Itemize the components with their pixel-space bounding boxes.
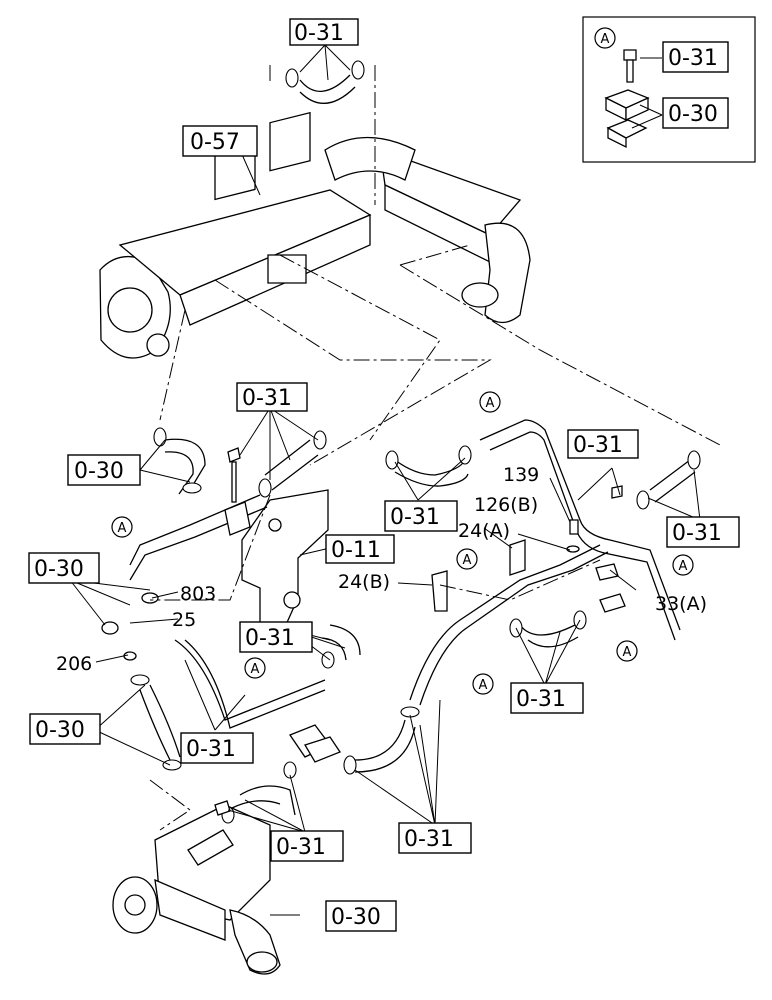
svg-text:0-31: 0-31	[276, 835, 326, 860]
svg-text:A: A	[463, 553, 472, 568]
part-number: 25	[172, 609, 196, 631]
part-number: 803	[180, 583, 216, 605]
svg-text:0-30: 0-30	[34, 557, 84, 582]
ref-label: 0-11	[325, 534, 395, 564]
routing-lines	[149, 65, 721, 831]
callout-a-6: A	[472, 673, 494, 695]
ref-label: 0-31	[270, 830, 344, 862]
ref-label: 0-31	[239, 621, 313, 653]
svg-text:0-30: 0-30	[668, 102, 718, 127]
callout-a-4: A	[672, 554, 694, 576]
detail-a-inset: A	[582, 16, 756, 163]
ref-label: 0-31	[236, 382, 308, 412]
svg-text:A: A	[479, 678, 488, 693]
ref-label: 0-31	[180, 732, 254, 764]
ref-label: 0-31	[510, 682, 584, 714]
callout-a-5: A	[616, 640, 638, 662]
svg-text:0-30: 0-30	[35, 718, 85, 743]
svg-text:0-31: 0-31	[294, 21, 344, 46]
svg-text:0-31: 0-31	[404, 827, 454, 852]
ref-label: 0-31	[0, 0, 50, 6]
svg-text:0-31: 0-31	[242, 386, 292, 411]
callout-a-3: A	[456, 548, 478, 570]
svg-text:A: A	[601, 32, 610, 47]
callout-a-7: A	[244, 657, 266, 679]
svg-text:0-31: 0-31	[672, 521, 722, 546]
ref-label: 0-57	[182, 125, 258, 157]
ref-label: 0-30	[29, 713, 101, 745]
ref-label: 0-31	[384, 500, 458, 532]
exhaust-manifold-assembly	[99, 111, 531, 359]
part-number: 139	[503, 464, 539, 486]
part-number: 24(A)	[458, 520, 510, 542]
svg-text:0-31: 0-31	[390, 505, 440, 530]
water-pump-assembly	[112, 804, 281, 975]
ref-label: 0-31	[289, 18, 359, 46]
detail-a-marker: A	[594, 27, 616, 49]
part-number: 33(A)	[655, 593, 707, 615]
svg-text:0-30: 0-30	[74, 459, 124, 484]
clamp-bracket-icon	[604, 89, 650, 149]
part-number: 206	[56, 653, 92, 675]
ref-label: 0-30	[28, 552, 100, 584]
callout-a-2: A	[479, 391, 501, 413]
callout-a-1: A	[111, 516, 133, 538]
part-number: 126(B)	[474, 494, 538, 516]
ref-label: 0-30	[662, 97, 729, 129]
ref-label: 0-30	[325, 900, 397, 932]
svg-text:0-31: 0-31	[516, 687, 566, 712]
part-number: 24(B)	[338, 571, 390, 593]
svg-text:0-11: 0-11	[331, 538, 381, 563]
ref-label: 0-31	[662, 41, 729, 73]
svg-text:A: A	[251, 662, 260, 677]
svg-text:0-30: 0-30	[331, 905, 381, 930]
svg-text:A: A	[486, 396, 495, 411]
svg-text:A: A	[118, 521, 127, 536]
svg-text:A: A	[623, 645, 632, 660]
svg-text:0-31: 0-31	[245, 626, 295, 651]
svg-text:0-31: 0-31	[186, 737, 236, 762]
ref-label: 0-30	[67, 454, 141, 486]
svg-text:0-31: 0-31	[573, 433, 623, 458]
ref-label: 0-31	[567, 429, 639, 459]
ref-label: 0-31	[398, 822, 472, 854]
svg-text:0-57: 0-57	[190, 130, 240, 155]
ref-label: 0-31	[666, 516, 740, 548]
bolt-icon	[623, 49, 637, 83]
svg-text:0-31: 0-31	[668, 46, 718, 71]
svg-text:A: A	[679, 559, 688, 574]
